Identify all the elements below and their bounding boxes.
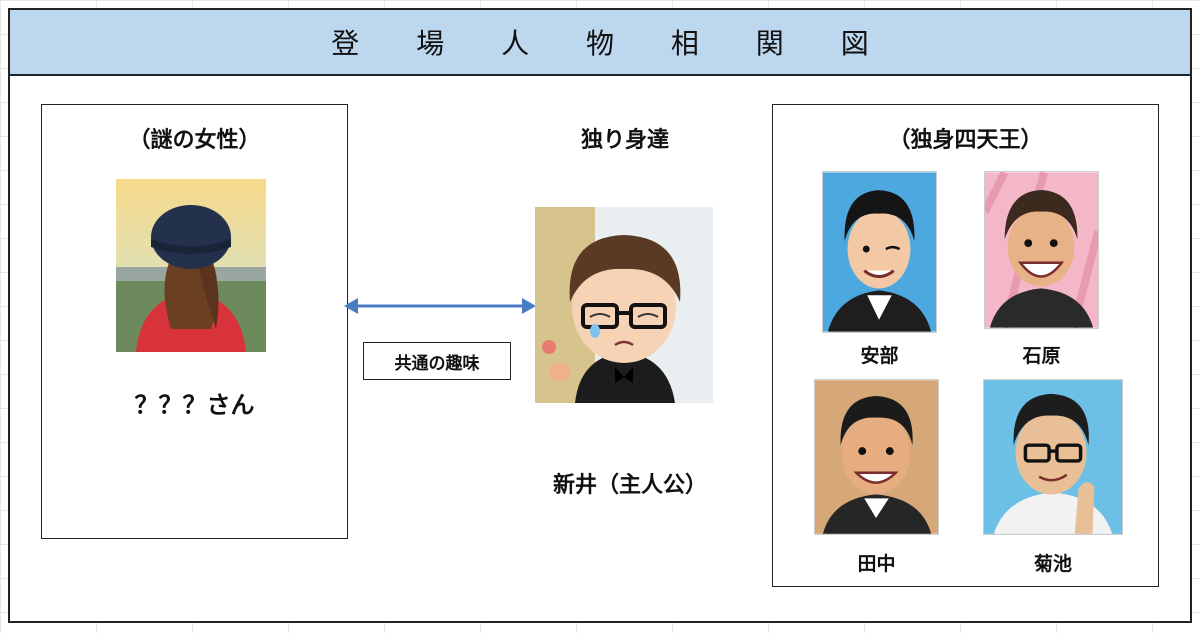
shared-hobby-label: 共通の趣味 bbox=[363, 342, 511, 380]
shared-hobby-text: 共通の趣味 bbox=[394, 353, 480, 374]
title-bar: 登 場 人 物 相 関 図 bbox=[10, 10, 1190, 76]
member-name-ishihara: 石原 bbox=[1022, 345, 1061, 367]
protagonist-name: 新井（主人公） bbox=[552, 473, 707, 498]
smiling-man-icon bbox=[815, 380, 938, 534]
member-portrait-ishihara bbox=[984, 171, 1099, 329]
crying-man-icon bbox=[535, 207, 713, 403]
member-portrait-abe bbox=[822, 171, 937, 333]
mystery-woman-name: ？？？さん bbox=[134, 391, 255, 419]
mystery-woman-portrait bbox=[116, 179, 266, 352]
member-portrait-tanaka bbox=[814, 379, 939, 535]
diagram-title: 登 場 人 物 相 関 図 bbox=[331, 27, 893, 60]
grinning-man-icon bbox=[985, 172, 1098, 328]
singles-heading: 独り身達 bbox=[580, 128, 669, 153]
winking-man-icon bbox=[823, 172, 936, 332]
member-portrait-kikuchi bbox=[983, 379, 1123, 535]
thinking-man-icon bbox=[984, 380, 1122, 534]
mystery-woman-heading: （謎の女性） bbox=[128, 128, 261, 153]
protagonist-portrait bbox=[535, 207, 713, 403]
member-name-abe: 安部 bbox=[860, 345, 899, 367]
relation-arrow bbox=[344, 298, 536, 314]
four-singles-heading: （独身四天王） bbox=[888, 128, 1043, 153]
member-name-kikuchi: 菊池 bbox=[1033, 553, 1072, 575]
member-name-tanaka: 田中 bbox=[857, 553, 896, 575]
woman-back-icon bbox=[116, 179, 266, 352]
